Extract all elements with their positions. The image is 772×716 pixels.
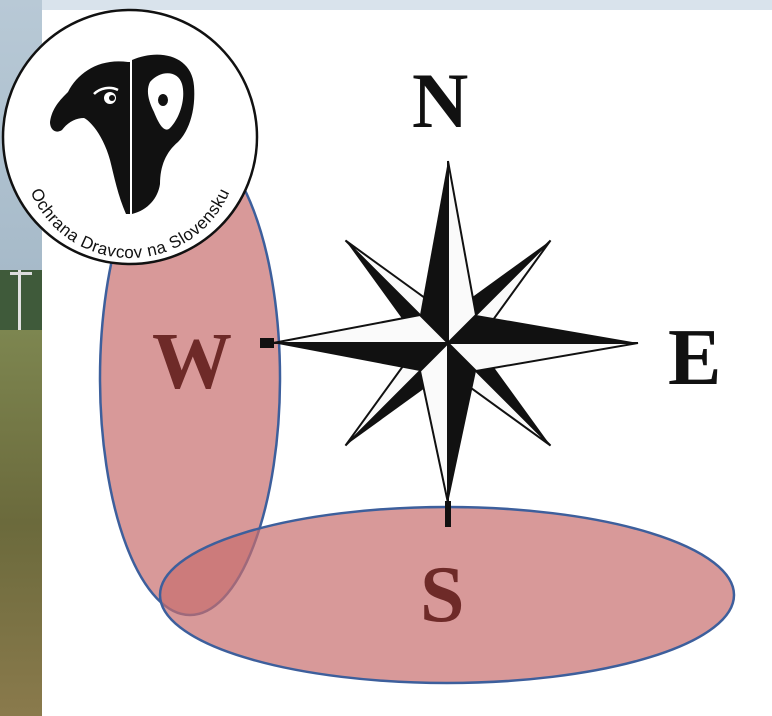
- north-label: N: [412, 62, 468, 140]
- logo-badge: Ochrana Dravcov na Slovensku: [3, 10, 257, 264]
- compass-rose: [243, 138, 653, 548]
- west-label: W: [152, 322, 232, 402]
- south-label: S: [420, 555, 465, 635]
- east-label: E: [668, 318, 721, 398]
